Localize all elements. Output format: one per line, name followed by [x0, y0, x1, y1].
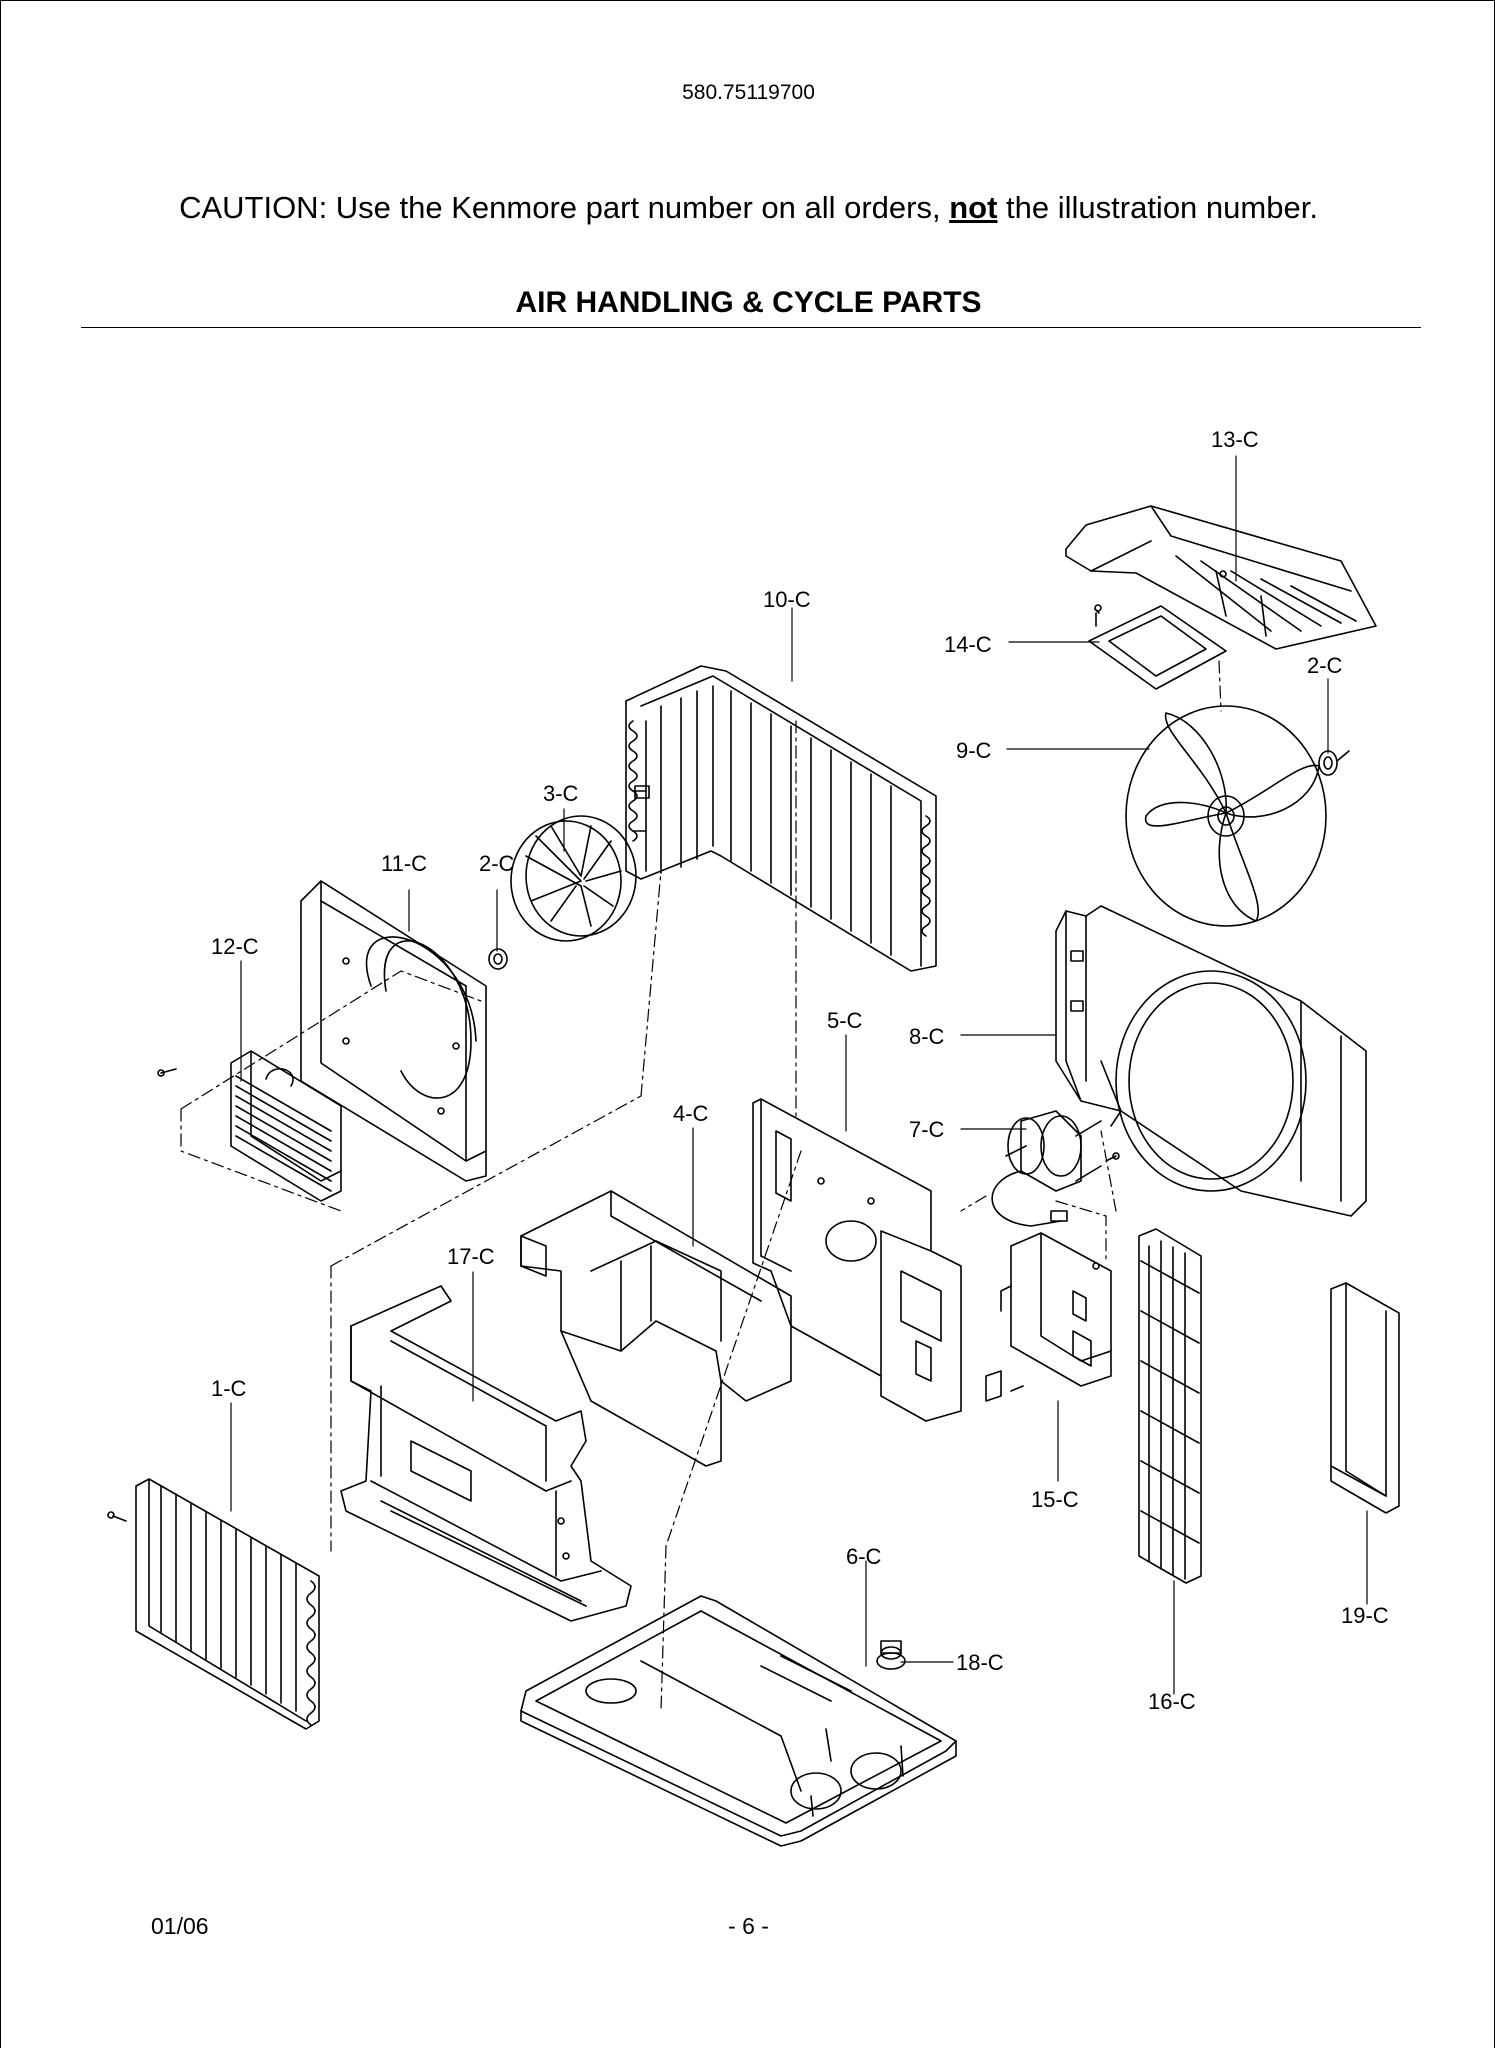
label-12c: 12-C	[211, 934, 259, 959]
label-3c: 3-C	[543, 781, 579, 806]
caution-text-prefix: CAUTION: Use the Kenmore part number on …	[179, 190, 950, 225]
assembly-guide-lines	[180, 660, 1222, 1712]
caution-text-emphasis: not	[949, 190, 998, 225]
part-air-guide	[520, 1190, 792, 1467]
part-labels: 13-C 10-C 14-C 2-C 9-C 3-C 11-C 2-C 12-C…	[211, 427, 1389, 1714]
part-fan-motor	[991, 1110, 1120, 1227]
part-drain-valve	[876, 1640, 906, 1670]
label-15c: 15-C	[1031, 1487, 1079, 1512]
part-condenser-coil	[107, 1478, 320, 1730]
label-2c-upper: 2-C	[1307, 653, 1343, 678]
part-scroll-housing	[300, 880, 487, 1182]
part-fan-blade	[1125, 705, 1327, 927]
label-13c: 13-C	[1211, 427, 1259, 452]
part-grille	[1138, 1228, 1202, 1584]
label-1c: 1-C	[211, 1376, 247, 1401]
caution-text-suffix: the illustration number.	[997, 190, 1318, 225]
label-2c-lower: 2-C	[479, 851, 515, 876]
model-number: 580.75119700	[682, 81, 815, 104]
label-7c: 7-C	[909, 1117, 945, 1142]
label-5c: 5-C	[827, 1008, 863, 1033]
label-11c: 11-C	[381, 851, 427, 876]
label-4c: 4-C	[673, 1101, 709, 1126]
part-side-panel	[1330, 1282, 1400, 1514]
label-9c: 9-C	[956, 738, 992, 763]
label-10c: 10-C	[763, 587, 811, 612]
part-bracket	[1088, 604, 1227, 690]
leader-lines	[230, 455, 1368, 1695]
part-base-pan	[520, 1595, 957, 1847]
part-top-cover	[1065, 505, 1377, 650]
part-control-board	[1000, 1232, 1112, 1387]
part-evaporator-coil	[625, 665, 937, 972]
part-heater-assembly	[157, 1050, 342, 1202]
footer-date: 01/06	[151, 1913, 209, 1939]
footer-page-number: - 6 -	[728, 1913, 769, 1939]
label-16c: 16-C	[1148, 1689, 1196, 1714]
part-front-frame	[340, 1285, 632, 1622]
part-blower-wheel	[510, 815, 637, 942]
label-18c: 18-C	[956, 1650, 1004, 1675]
label-17c: 17-C	[447, 1244, 495, 1269]
title-rule	[81, 327, 1421, 328]
part-clip-lower	[488, 948, 508, 970]
label-8c: 8-C	[909, 1024, 945, 1049]
caution-notice: CAUTION: Use the Kenmore part number on …	[1, 190, 1494, 226]
part-control-bracket	[752, 1098, 1024, 1422]
part-fan-shroud	[1055, 905, 1367, 1217]
section-title: AIR HANDLING & CYCLE PARTS	[515, 286, 982, 319]
label-19c: 19-C	[1341, 1603, 1389, 1628]
label-14c: 14-C	[944, 632, 992, 657]
label-6c: 6-C	[846, 1544, 882, 1569]
part-clip-upper	[1318, 750, 1350, 776]
